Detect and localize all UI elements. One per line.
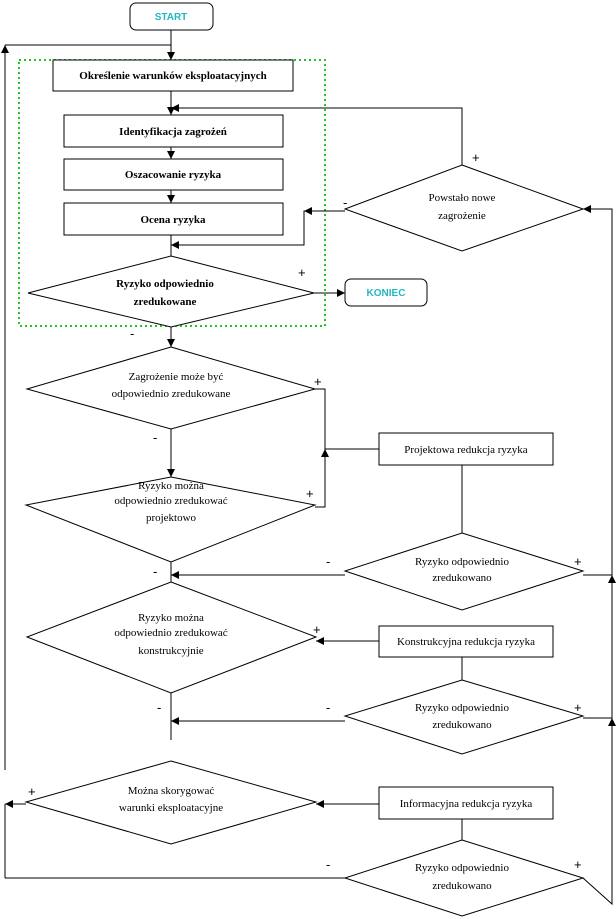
svg-text:-: - [326, 857, 330, 872]
svg-text:+: + [313, 622, 321, 637]
svg-text:+: + [574, 857, 582, 872]
svg-text:odpowiednio zredukowane: odpowiednio zredukowane [112, 388, 231, 400]
decision-hazard-reducible: Zagrożenie może być odpowiednio zredukow… [25, 346, 317, 430]
connector-lines [4, 30, 613, 906]
svg-text:zredukowano: zredukowano [432, 572, 492, 584]
svg-text:+: + [28, 784, 36, 799]
svg-text:Konstrukcyjna redukcja ryzyka: Konstrukcyjna redukcja ryzyka [397, 636, 535, 648]
svg-text:+: + [306, 486, 314, 501]
svg-text:-: - [343, 195, 347, 210]
decision-risk-reduced-a: Ryzyko odpowiednio zredukowano [343, 532, 585, 611]
svg-text:konstrukcyjnie: konstrukcyjnie [138, 645, 203, 657]
step-risk-estimation: Oszacowanie ryzyka [63, 158, 284, 191]
svg-text:-: - [153, 564, 157, 579]
svg-text:zredukowano: zredukowano [432, 880, 492, 892]
svg-text:-: - [153, 430, 157, 445]
svg-text:odpowiednio zredukować: odpowiednio zredukować [114, 627, 227, 639]
decision-new-hazard: Powstało nowe zagrożenie [343, 164, 585, 252]
svg-text:Informacyjna redukcja ryzyka: Informacyjna redukcja ryzyka [400, 798, 533, 810]
svg-text:warunki eksploatacyjne: warunki eksploatacyjne [119, 802, 223, 814]
svg-text:Ocena ryzyka: Ocena ryzyka [140, 214, 206, 226]
svg-text:+: + [574, 700, 582, 715]
decision-conditions-adjustable: Można skorygować warunki eksploatacyjne [24, 760, 318, 845]
branch-signs: + - + - + - + - - + + - - + + - + [28, 150, 582, 872]
svg-text:+: + [472, 150, 480, 165]
decision-risk-reduced-b: Ryzyko odpowiednio zredukowano [343, 679, 585, 755]
step-design-reduction: Projektowa redukcja ryzyka [378, 432, 554, 466]
end-terminal: KONIEC [344, 278, 428, 307]
svg-text:Ryzyko odpowiednio: Ryzyko odpowiednio [116, 278, 214, 290]
start-terminal: START [129, 2, 214, 31]
arrowheads [1, 45, 616, 808]
svg-text:zredukowano: zredukowano [432, 719, 492, 731]
decision-construction-reducible: Ryzyko można odpowiednio zredukować kons… [25, 581, 318, 694]
svg-text:+: + [314, 374, 322, 389]
svg-text:-: - [130, 326, 134, 341]
step-hazard-identification: Identyfikacja zagrożeń [63, 114, 284, 148]
svg-text:Projektowa redukcja ryzyka: Projektowa redukcja ryzyka [404, 444, 528, 456]
step-information-reduction: Informacyjna redukcja ryzyka [378, 786, 554, 820]
svg-text:Określenie warunków eksploatac: Określenie warunków eksploatacyjnych [79, 70, 266, 82]
svg-text:projektowo: projektowo [146, 512, 197, 524]
decision-risk-reduced-c: Ryzyko odpowiednio zredukowano [343, 839, 585, 917]
svg-text:+: + [298, 265, 306, 280]
decision-design-reducible: Ryzyko można odpowiednio zredukować proj… [24, 476, 317, 563]
svg-text:Zagrożenie może być: Zagrożenie może być [129, 371, 224, 383]
svg-text:Identyfikacja zagrożeń: Identyfikacja zagrożeń [119, 126, 227, 138]
svg-text:-: - [326, 700, 330, 715]
svg-text:Oszacowanie ryzyka: Oszacowanie ryzyka [125, 169, 222, 181]
svg-text:Ryzyko można: Ryzyko można [138, 480, 204, 492]
svg-text:Ryzyko odpowiednio: Ryzyko odpowiednio [415, 702, 509, 714]
svg-text:odpowiednio zredukować: odpowiednio zredukować [114, 495, 227, 507]
svg-text:Powstało nowe: Powstało nowe [429, 192, 496, 204]
svg-text:Ryzyko odpowiednio: Ryzyko odpowiednio [415, 556, 509, 568]
svg-text:Można skorygować: Można skorygować [128, 785, 215, 797]
step-construction-reduction: Konstrukcyjna redukcja ryzyka [378, 625, 554, 658]
svg-text:KONIEC: KONIEC [367, 288, 406, 299]
decision-risk-reduced: Ryzyko odpowiednio zredukowane [27, 255, 315, 328]
svg-text:-: - [326, 554, 330, 569]
svg-text:zredukowane: zredukowane [134, 296, 197, 308]
svg-text:zagrożenie: zagrożenie [438, 210, 486, 222]
step-operating-conditions: Określenie warunków eksploatacyjnych [52, 59, 294, 92]
svg-text:Ryzyko odpowiednio: Ryzyko odpowiednio [415, 862, 509, 874]
svg-text:Ryzyko można: Ryzyko można [138, 612, 204, 624]
svg-text:-: - [157, 700, 161, 715]
svg-text:START: START [155, 12, 188, 23]
svg-text:+: + [574, 554, 582, 569]
step-risk-evaluation: Ocena ryzyka [63, 202, 284, 236]
